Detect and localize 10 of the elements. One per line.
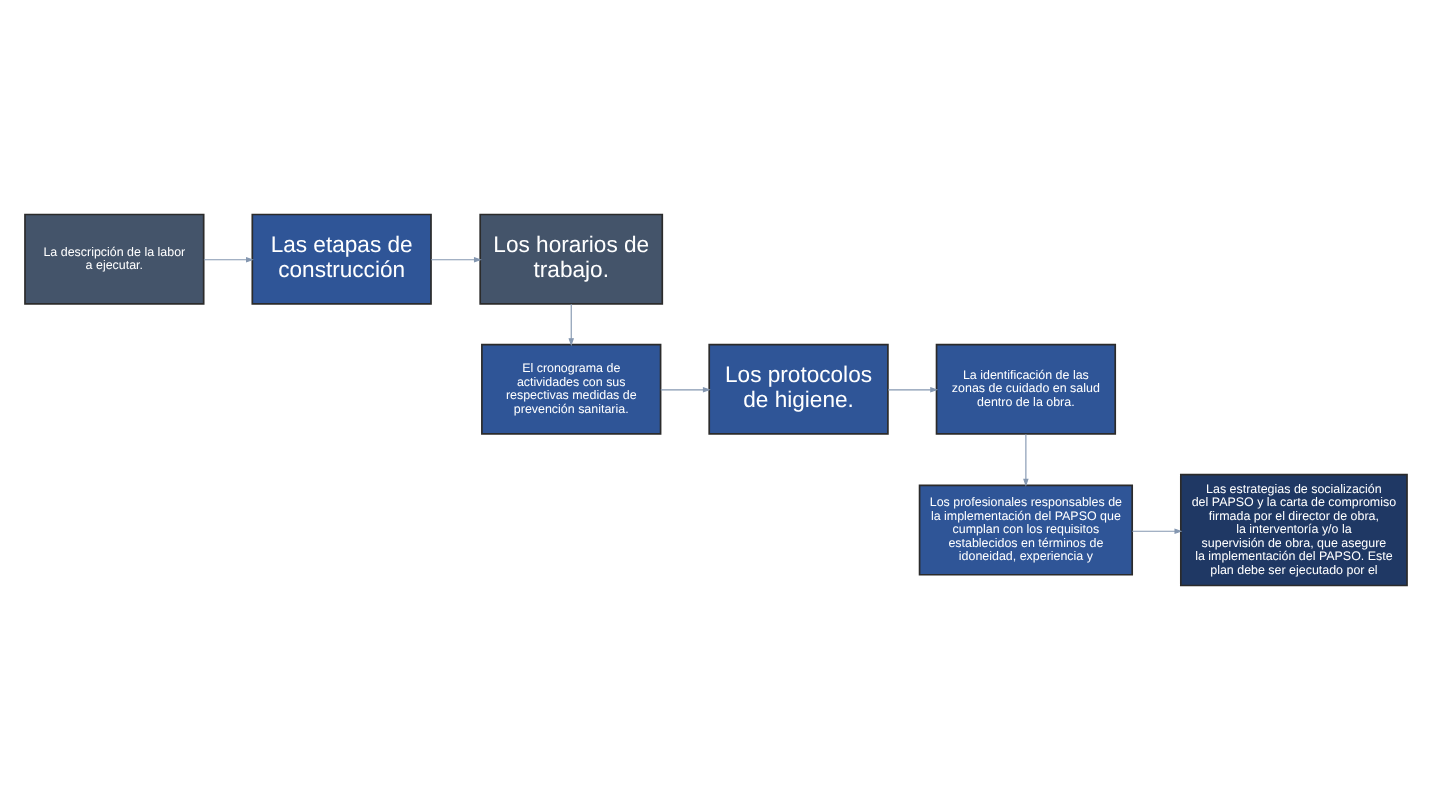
arrow xyxy=(429,257,481,263)
arrow xyxy=(659,387,710,393)
arrow xyxy=(567,303,573,347)
arrow xyxy=(886,387,938,393)
node-box: Los horarios de trabajo. xyxy=(478,213,663,305)
node-box: Los protocolos de higiene. xyxy=(707,343,888,435)
node-box: Las etapas de construcción xyxy=(250,213,431,305)
arrow xyxy=(202,257,253,263)
arrow xyxy=(1130,528,1182,534)
arrow xyxy=(1022,433,1028,487)
